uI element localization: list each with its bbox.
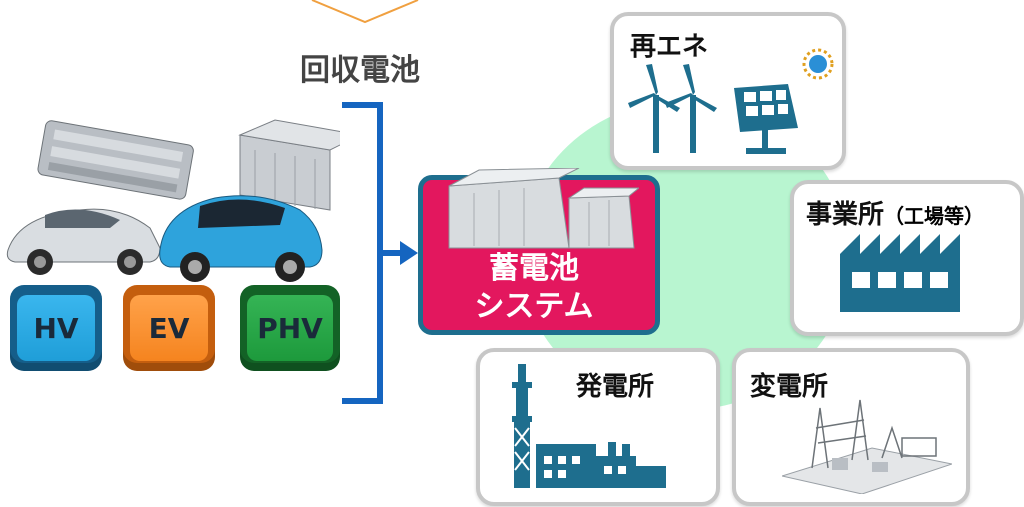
factory-icon [840,234,960,312]
phv-badge: PHV [240,285,340,371]
substation-card: 変電所 [732,348,970,506]
collected-batteries-title: 回収電池 [300,53,420,88]
ev-label: EV [148,311,190,345]
substation-title: 変電所 [750,372,829,402]
container-units-illustration [448,168,639,249]
hv-label: HV [33,311,79,345]
renewable-energy-card: 再エネ [610,12,846,170]
storage-label-line2: システム [474,289,594,324]
storage-battery-system: 蓄電池 システム [418,168,660,335]
power-plant-icon [512,364,666,488]
substation-illustration [782,399,952,494]
phv-label: PHV [257,311,323,345]
business-office-card: 事業所（工場等） [790,180,1024,336]
power-plant-card: 発電所 [476,348,720,506]
blue-car [159,195,323,282]
vehicles-and-battery-packs-illustration [6,119,340,282]
ev-badge: EV [123,285,215,371]
power-plant-title: 発電所 [576,372,655,402]
battery-pack-1 [37,120,194,200]
silver-car [6,208,161,275]
sun-icon [802,48,834,80]
storage-label-line1: 蓄電池 [489,251,579,286]
solar-panel-icon [734,84,798,154]
collection-bracket-arrow [342,102,418,404]
business-subtitle: （工場等） [884,204,985,228]
battery-pack-2 [238,119,340,211]
wind-turbine-icon [628,64,717,153]
renewable-energy-title: 再エネ [630,32,709,62]
hv-badge: HV [10,285,102,371]
business-title: 事業所 [806,200,885,230]
top-chevron [311,0,419,24]
